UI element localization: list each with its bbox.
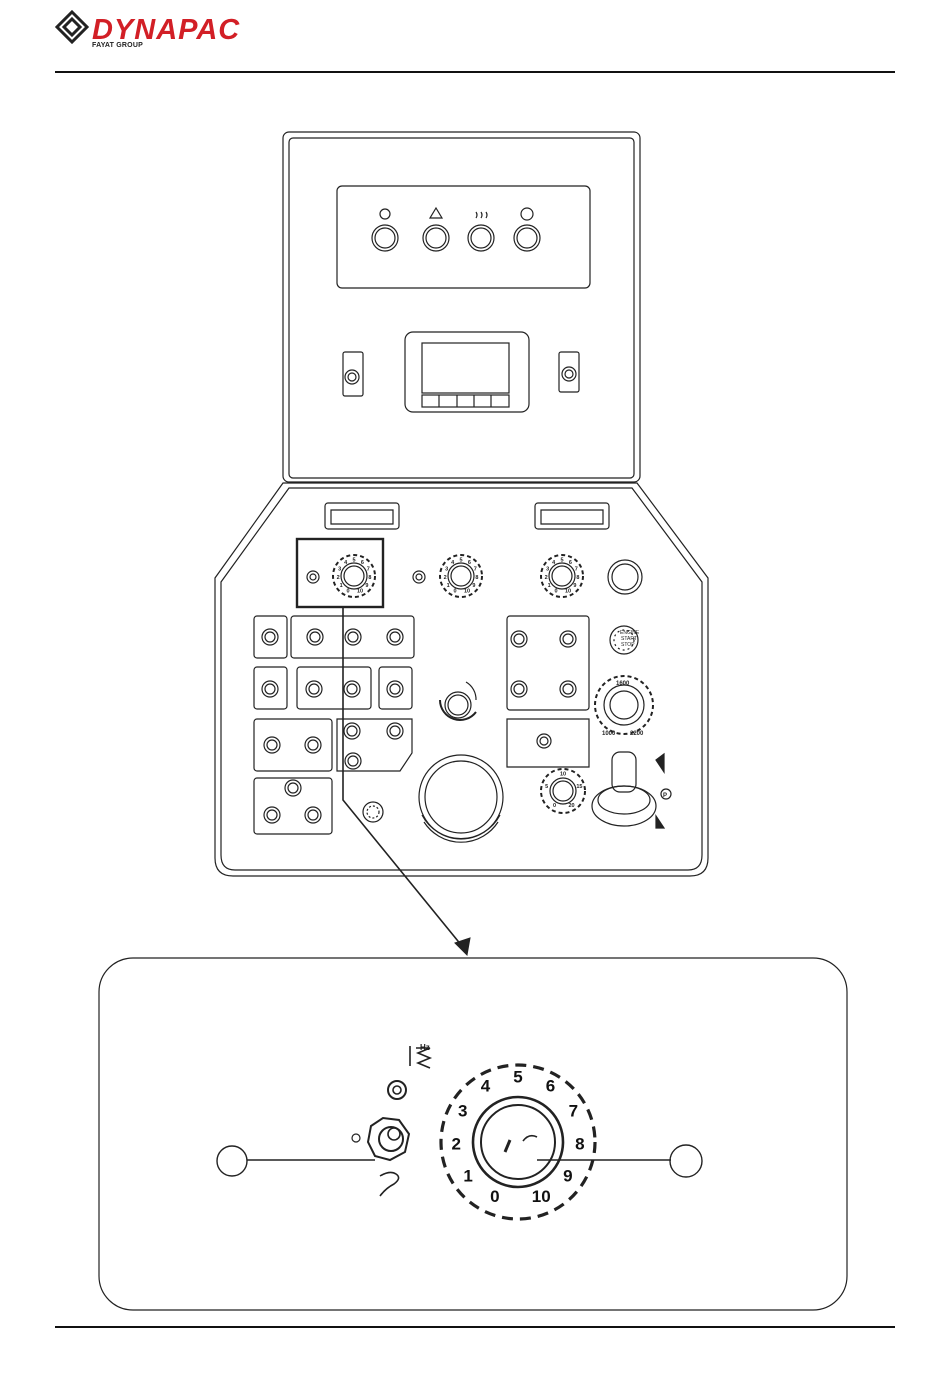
vib-dial-label-6: 6 bbox=[361, 560, 364, 566]
detail-dial-label-10: 10 bbox=[532, 1187, 551, 1206]
detail-dial-label-1: 1 bbox=[463, 1166, 472, 1185]
parking-label: P bbox=[663, 793, 667, 799]
detail-dial-label-9: 9 bbox=[563, 1166, 572, 1185]
lower-panel-outline bbox=[221, 488, 702, 870]
detail-dial-label-3: 3 bbox=[458, 1101, 467, 1120]
callout-right bbox=[670, 1145, 702, 1177]
vib-dial-label-3: 3 bbox=[338, 566, 341, 572]
detail-dial-label-4: 4 bbox=[481, 1077, 491, 1096]
detail-dial-label-5: 5 bbox=[513, 1067, 522, 1086]
freq-dial-label-10: 10 bbox=[464, 588, 470, 594]
vib-dial-label-9: 9 bbox=[365, 583, 368, 589]
travel-dial-label-20: 20 bbox=[568, 803, 574, 809]
speed-dial-label-8: 8 bbox=[576, 575, 579, 581]
speed-dial-label-2: 2 bbox=[545, 575, 548, 581]
travel-dial-label-10: 10 bbox=[560, 771, 566, 777]
vib-dial-label-5: 5 bbox=[352, 557, 355, 563]
freq-dial-label-6: 6 bbox=[468, 560, 471, 566]
footer-rule bbox=[55, 1326, 895, 1328]
freq-dial-label-3: 3 bbox=[445, 566, 448, 572]
vib-dial-label-7: 7 bbox=[367, 566, 370, 572]
display-screen bbox=[422, 343, 509, 393]
upper-panel-outline bbox=[283, 132, 640, 482]
hz-label: Hz bbox=[420, 1043, 430, 1052]
speed-dial-label-9: 9 bbox=[573, 583, 576, 589]
travel-dial-label-5: 5 bbox=[545, 784, 548, 790]
speed-dial-label-10: 10 bbox=[565, 588, 571, 594]
engine-label-3: STOP bbox=[621, 642, 635, 648]
vib-dial-label-10: 10 bbox=[357, 588, 363, 594]
rpm-left-label: 1000 bbox=[602, 731, 616, 737]
travel-dial-label-15: 15 bbox=[576, 784, 582, 790]
callout-left bbox=[217, 1146, 247, 1176]
vib-dial-label-2: 2 bbox=[337, 575, 340, 581]
speed-dial-label-1: 1 bbox=[548, 583, 551, 589]
vib-dial-label-1: 1 bbox=[340, 583, 343, 589]
rpm-right-label: 2200 bbox=[630, 731, 644, 737]
rpm-top-label: 1600 bbox=[616, 681, 630, 687]
speed-dial-label-0: 0 bbox=[554, 588, 557, 594]
speed-dial-label-7: 7 bbox=[575, 566, 578, 572]
detail-dial-label-7: 7 bbox=[569, 1101, 578, 1120]
freq-dial-label-8: 8 bbox=[475, 575, 478, 581]
detail-dial-label-2: 2 bbox=[451, 1135, 460, 1154]
freq-dial-label-2: 2 bbox=[444, 575, 447, 581]
speed-dial-label-6: 6 bbox=[569, 560, 572, 566]
detail-dial-label-8: 8 bbox=[575, 1135, 584, 1154]
speed-dial-label-5: 5 bbox=[560, 557, 563, 563]
selection-highlight bbox=[297, 539, 383, 607]
travel-dial-label-0: 0 bbox=[553, 803, 556, 809]
freq-dial-label-1: 1 bbox=[447, 583, 450, 589]
freq-dial-label-7: 7 bbox=[474, 566, 477, 572]
detail-dial-label-0: 0 bbox=[490, 1187, 499, 1206]
display-bezel bbox=[405, 332, 529, 412]
freq-dial-label-9: 9 bbox=[472, 583, 475, 589]
vib-dial-label-0: 0 bbox=[346, 588, 349, 594]
freq-dial-label-0: 0 bbox=[453, 588, 456, 594]
speed-dial-label-3: 3 bbox=[546, 566, 549, 572]
detail-dial-label-6: 6 bbox=[546, 1077, 555, 1096]
freq-dial-label-5: 5 bbox=[459, 557, 462, 563]
vib-dial-label-8: 8 bbox=[368, 575, 371, 581]
